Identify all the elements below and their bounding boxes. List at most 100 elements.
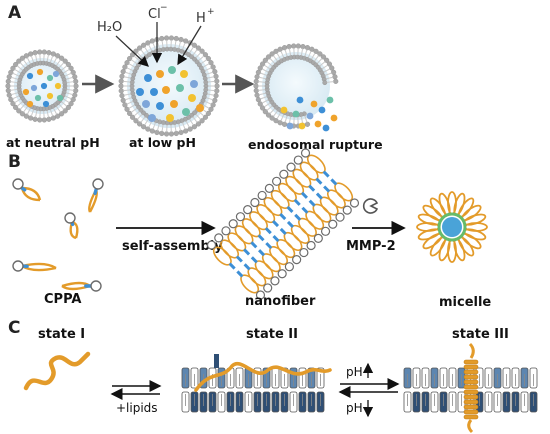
lipid-head (214, 78, 220, 84)
lipid-head (212, 97, 218, 103)
lipid-tail (65, 100, 70, 104)
label-endosomal-rupture: endosomal rupture (248, 137, 383, 152)
helix-segment (463, 374, 479, 380)
lipid-head (195, 45, 201, 51)
vesicle-neutral-ph (5, 49, 79, 123)
lipid-head (137, 45, 143, 51)
lipid-tail (25, 62, 28, 66)
lipid-tail (206, 97, 210, 100)
lipid-head (28, 51, 34, 57)
cargo-particle (196, 104, 204, 112)
lipid-tail (130, 100, 134, 104)
lipid-tail (144, 121, 148, 126)
lipid-head (32, 50, 38, 56)
lipid-head (322, 80, 328, 86)
lipid-tail (280, 50, 283, 55)
lipid-tail (323, 70, 327, 73)
lipid-tail (207, 67, 212, 70)
micelle (416, 191, 488, 263)
label-micelle: micelle (439, 295, 491, 310)
lipid-tail (200, 55, 205, 60)
lipid-head (119, 73, 125, 79)
helix-segment (463, 384, 479, 390)
lipid-head (50, 115, 56, 121)
ion-chloride-charge: − (160, 3, 168, 13)
lipid-head (19, 111, 25, 117)
fiber-head (300, 148, 311, 158)
lipid-tail (304, 53, 307, 57)
helix-segment (463, 409, 479, 415)
cargo-particle (296, 96, 304, 104)
lipid-tail (144, 46, 148, 51)
lipid-tail (32, 109, 35, 113)
lipid-head (178, 36, 184, 43)
lipid-head (332, 74, 338, 80)
lipid-tail (266, 107, 271, 111)
fiber-head (243, 205, 253, 215)
lipid-head (313, 48, 319, 54)
cargo-particle (22, 88, 30, 96)
lipid-tail (203, 59, 208, 63)
lipid-tail (194, 49, 198, 54)
lipid-head (269, 51, 275, 57)
fiber-blue-segment (294, 213, 302, 221)
fiber-head (250, 197, 260, 208)
fiber-head (292, 255, 302, 265)
state1-peptide (23, 351, 91, 391)
fiber-blue-segment (243, 248, 251, 256)
lipid-tail (183, 125, 186, 130)
lipid-tail (324, 73, 329, 76)
lipid-tail (46, 110, 49, 114)
lipid-head (13, 104, 19, 111)
lipid-head (286, 44, 292, 50)
lipid-head (187, 126, 193, 132)
lipid-tail (123, 76, 128, 79)
lipid-head (37, 117, 43, 123)
lipid-tail (28, 60, 31, 65)
lipid-tail (263, 64, 268, 68)
lipid-head (70, 96, 76, 103)
lipid-tail (205, 63, 210, 67)
lipid-tail (261, 68, 266, 72)
lipid-tail (32, 59, 35, 63)
lipid-tail (128, 72, 132, 75)
cargo-particle (40, 82, 48, 90)
lipid-tail (17, 98, 21, 101)
lipid-head (8, 69, 14, 76)
fiber-blue-segment (322, 170, 330, 178)
lipid-head (205, 55, 211, 62)
lipid-tail (276, 115, 280, 120)
helix-segment (463, 389, 479, 395)
lipid-tail (34, 54, 37, 59)
lipid-tail (12, 96, 17, 100)
lipid-tail (187, 123, 190, 128)
lipid-tail (17, 71, 21, 74)
fiber-head (221, 226, 231, 236)
ion-water: H₂O (97, 20, 122, 35)
fiber-blue-segment (286, 205, 294, 214)
lipid-head (212, 69, 218, 75)
lipid-head (10, 65, 16, 71)
lipid-tail (200, 112, 205, 117)
lipid-tail (10, 81, 15, 83)
lipid-tail (142, 116, 146, 120)
lipid-tail (63, 98, 67, 101)
lipid-head (159, 35, 165, 42)
lipid-head (262, 109, 268, 115)
lipid-head (5, 88, 11, 94)
label-neutral-ph: at neutral pH (6, 135, 100, 150)
lipid-head (199, 118, 205, 124)
lipid-tail (182, 122, 185, 126)
lipid-tail (311, 56, 314, 60)
lipid-tail (265, 99, 269, 102)
fiber-head (320, 226, 331, 236)
lipid-head (281, 45, 288, 51)
lipid-tail (205, 105, 210, 109)
lipid-head (253, 88, 259, 94)
lipid-head (257, 101, 263, 107)
helix-segment (463, 399, 479, 405)
micelle-ring (437, 212, 467, 242)
fiber-head (271, 176, 282, 186)
fiber-head (264, 183, 274, 193)
